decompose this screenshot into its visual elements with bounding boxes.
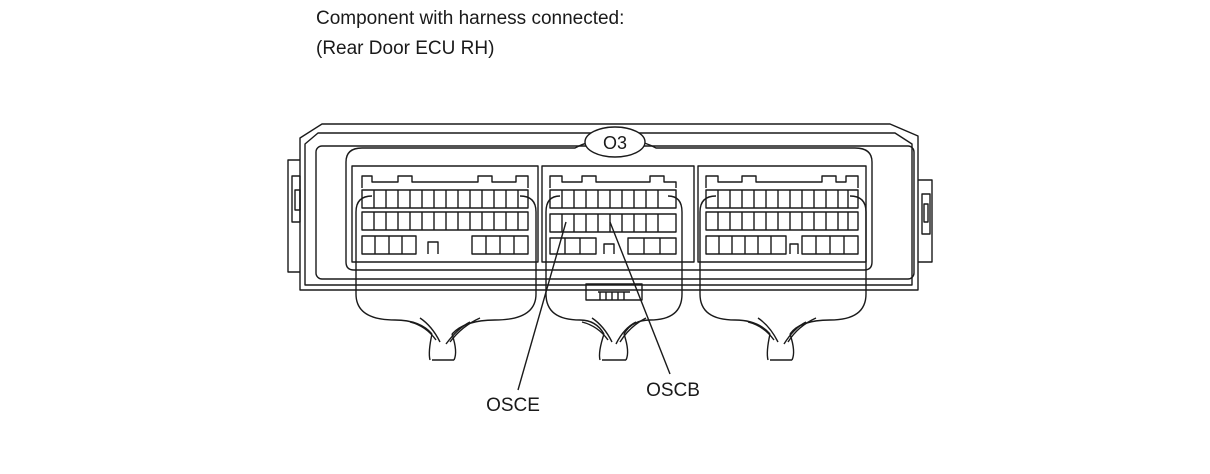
wire-harness-middle xyxy=(545,195,683,361)
connector-section-middle xyxy=(549,175,677,255)
connector-housing xyxy=(345,139,873,271)
wire-harness-left xyxy=(355,195,537,361)
connector-id-label: O3 xyxy=(603,133,627,153)
oscb-leader-line xyxy=(609,221,671,375)
callout-oscb: OSCB xyxy=(646,380,700,401)
diagram-title: Component with harness connected: xyxy=(316,8,625,29)
osce-leader-line xyxy=(517,221,567,391)
connector-id-badge xyxy=(584,126,646,158)
connector-section-right xyxy=(705,175,859,255)
wire-harness-right xyxy=(699,195,867,361)
connector-section-left xyxy=(361,175,529,255)
component-name: (Rear Door ECU RH) xyxy=(316,38,495,59)
callout-osce: OSCE xyxy=(486,395,540,416)
